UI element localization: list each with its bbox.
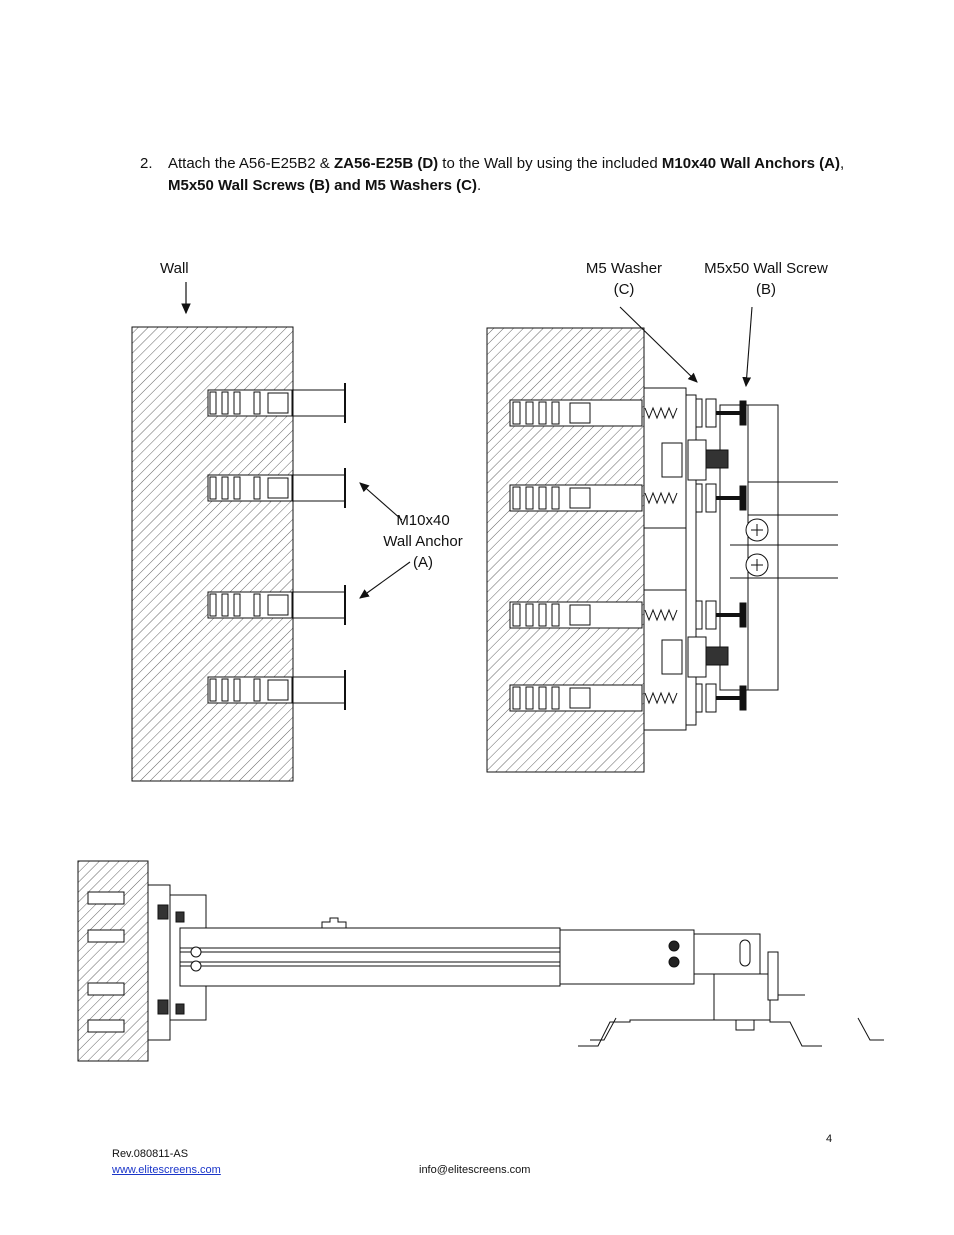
step-text: Attach the A56-E25B2 & ZA56-E25B (D) to … <box>168 155 845 194</box>
screw-arrow <box>742 306 753 388</box>
page-number: 4 <box>826 1133 833 1145</box>
wall-bracket-assembly <box>643 387 838 731</box>
anchored-screws-right <box>509 398 747 713</box>
step-instruction: 2. Attach the A56-E25B2 & ZA56-E25B (D) … <box>140 153 860 197</box>
wall-label: Wall <box>160 260 189 277</box>
revision-text: Rev.080811-AS <box>112 1148 189 1160</box>
anchor <box>207 670 346 710</box>
anchor-arrow-lower <box>359 561 411 599</box>
anchor-label: M10x40 Wall Anchor (A) <box>383 512 463 571</box>
anchor <box>207 585 346 625</box>
washer-label: M5 Washer (C) <box>585 260 663 298</box>
website-link[interactable]: www.elitescreens.com <box>112 1164 221 1176</box>
email-text: info@elitescreens.com <box>419 1164 531 1176</box>
side-view-assembly <box>87 884 884 1047</box>
screw-label: M5x50 Wall Screw (B) <box>704 260 828 298</box>
anchor-arrow-upper <box>359 482 403 521</box>
washer-arrow <box>619 306 698 383</box>
step-number: 2. <box>140 155 153 172</box>
wall-anchors-left <box>207 383 346 710</box>
anchor <box>207 468 346 508</box>
anchor <box>207 383 346 423</box>
